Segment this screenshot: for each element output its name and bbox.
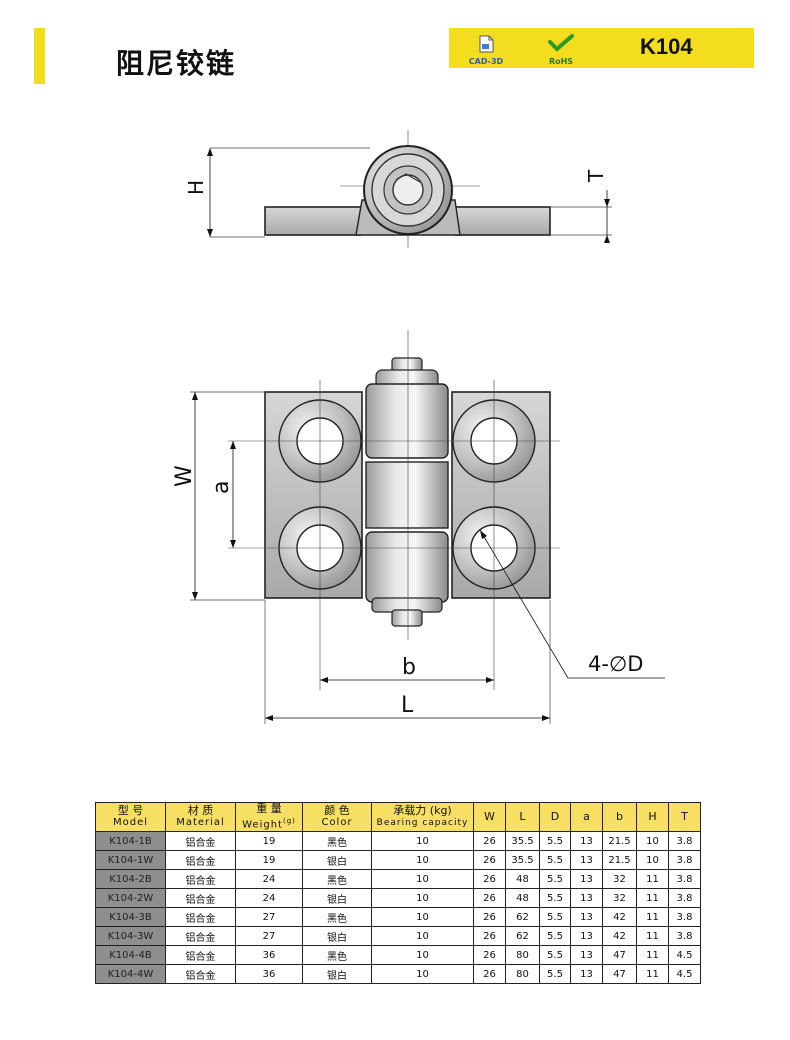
col-L: L	[505, 801, 540, 833]
col-D: D	[539, 801, 571, 833]
front-view: W a b L 4-∅D	[172, 330, 665, 724]
col-b: b	[602, 801, 637, 833]
rohs-badge: RoHS	[524, 28, 598, 68]
col-T: T	[668, 801, 701, 833]
col-H: H	[636, 801, 669, 833]
checkmark-icon	[548, 34, 574, 52]
col-a: a	[570, 801, 603, 833]
dim-label-a: a	[209, 481, 234, 494]
dim-label-b: b	[402, 655, 416, 680]
page-title: 阻尼铰链	[116, 47, 237, 80]
dim-label-T: T	[584, 169, 608, 183]
dim-label-H: H	[184, 180, 208, 195]
dim-label-hole: 4-∅D	[588, 652, 643, 676]
col-bearing: 承载力 (kg)Bearing capacity	[371, 801, 474, 833]
model-code: K104	[640, 34, 693, 59]
cad-3d-badge[interactable]: CAD-3D	[449, 28, 523, 68]
hinge-drawing: H T	[172, 130, 665, 724]
side-view: H T	[184, 130, 612, 248]
header-bar	[34, 28, 754, 84]
rohs-label: RoHS	[548, 57, 574, 66]
cad-3d-label: CAD-3D	[468, 57, 504, 66]
document-icon	[479, 35, 494, 53]
dim-label-W: W	[172, 465, 197, 487]
dim-label-L: L	[401, 693, 414, 718]
col-W: W	[473, 801, 506, 833]
